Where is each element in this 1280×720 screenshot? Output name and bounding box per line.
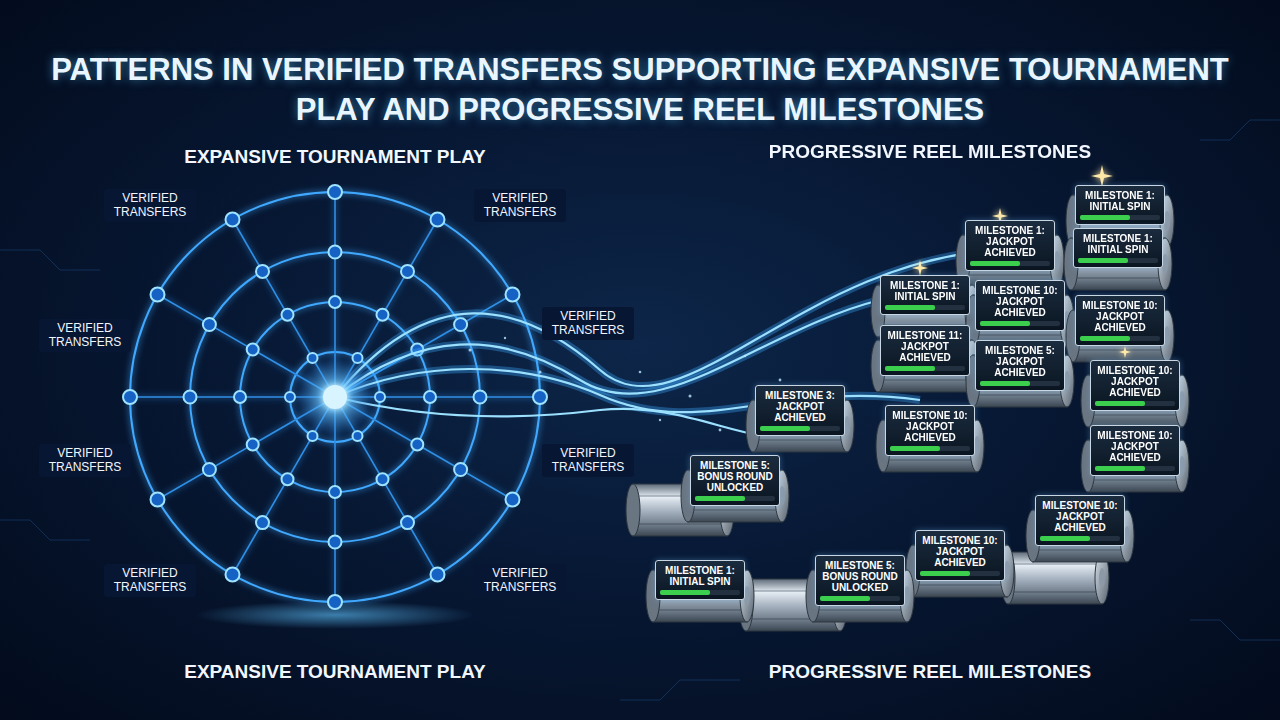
- milestone-box: MILESTONE 10: JACKPOT ACHIEVED: [915, 530, 1005, 581]
- milestone-box: MILESTONE 10: JACKPOT ACHIEVED: [1035, 495, 1125, 546]
- flow-label: VERIFIED TRANSFERS: [39, 319, 131, 352]
- milestone-text: MILESTONE 1: INITIAL SPIN: [1078, 233, 1158, 255]
- progress-fill: [885, 305, 935, 310]
- milestone-text: MILESTONE 10: JACKPOT ACHIEVED: [1095, 365, 1175, 398]
- progress-fill: [695, 496, 745, 501]
- progress-bar: [1040, 536, 1120, 541]
- milestone-text: MILESTONE 10: JACKPOT ACHIEVED: [890, 410, 970, 443]
- progress-bar: [980, 321, 1060, 326]
- milestone-text: MILESTONE 10: JACKPOT ACHIEVED: [920, 535, 1000, 568]
- flow-label: VERIFIED TRANSFERS: [104, 189, 196, 222]
- milestone-box: MILESTONE 5: JACKPOT ACHIEVED: [975, 340, 1065, 391]
- milestone-box: MILESTONE 1: JACKPOT ACHIEVED: [965, 220, 1055, 271]
- progress-fill: [980, 381, 1030, 386]
- flow-label: VERIFIED TRANSFERS: [542, 307, 634, 340]
- progress-bar: [885, 305, 965, 310]
- milestone-box: MILESTONE 1: INITIAL SPIN: [880, 275, 970, 315]
- flow-label: VERIFIED TRANSFERS: [474, 189, 566, 222]
- milestone-text: MILESTONE 1: INITIAL SPIN: [1080, 190, 1160, 212]
- progress-bar: [885, 366, 965, 371]
- milestone-text: MILESTONE 3: JACKPOT ACHIEVED: [760, 390, 840, 423]
- progress-fill: [920, 571, 970, 576]
- progress-bar: [1080, 336, 1160, 341]
- flow-label: VERIFIED TRANSFERS: [104, 564, 196, 597]
- progress-bar: [760, 426, 840, 431]
- progress-bar: [820, 596, 900, 601]
- milestone-box: MILESTONE 10: JACKPOT ACHIEVED: [885, 405, 975, 456]
- progress-fill: [1078, 258, 1128, 263]
- progress-bar: [920, 571, 1000, 576]
- progress-bar: [1080, 215, 1160, 220]
- milestone-box: MILESTONE 1: INITIAL SPIN: [1075, 185, 1165, 225]
- milestone-text: MILESTONE 1: INITIAL SPIN: [885, 280, 965, 302]
- milestone-text: MILESTONE 5: BONUS ROUND UNLOCKED: [820, 560, 900, 593]
- milestone-box: MILESTONE 1: INITIAL SPIN: [655, 560, 745, 600]
- milestone-text: MILESTONE 5: JACKPOT ACHIEVED: [980, 345, 1060, 378]
- milestone-box: MILESTONE 10: JACKPOT ACHIEVED: [1090, 360, 1180, 411]
- milestone-box: MILESTONE 11: JACKPOT ACHIEVED: [880, 325, 970, 376]
- progress-fill: [660, 590, 710, 595]
- progress-fill: [1095, 401, 1145, 406]
- milestone-text: MILESTONE 1: INITIAL SPIN: [660, 565, 740, 587]
- milestone-box: MILESTONE 10: JACKPOT ACHIEVED: [1075, 295, 1165, 346]
- diagram-title: PATTERNS IN VERIFIED TRANSFERS SUPPORTIN…: [40, 50, 1240, 129]
- milestone-text: MILESTONE 10: JACKPOT ACHIEVED: [1040, 500, 1120, 533]
- section-heading: PROGRESSIVE REEL MILESTONES: [700, 139, 1160, 165]
- flow-label: VERIFIED TRANSFERS: [542, 444, 634, 477]
- progress-fill: [1040, 536, 1090, 541]
- flow-label: VERIFIED TRANSFERS: [39, 444, 131, 477]
- progress-bar: [890, 446, 970, 451]
- milestone-box: MILESTONE 1: INITIAL SPIN: [1073, 228, 1163, 268]
- progress-fill: [970, 261, 1020, 266]
- section-heading: PROGRESSIVE REEL MILESTONES: [700, 659, 1160, 685]
- section-heading: EXPANSIVE TOURNAMENT PLAY: [105, 144, 565, 170]
- milestone-text: MILESTONE 11: JACKPOT ACHIEVED: [885, 330, 965, 363]
- progress-bar: [660, 590, 740, 595]
- progress-fill: [760, 426, 810, 431]
- progress-bar: [1078, 258, 1158, 263]
- progress-fill: [890, 446, 940, 451]
- milestone-box: MILESTONE 10: JACKPOT ACHIEVED: [1090, 425, 1180, 476]
- flow-label: VERIFIED TRANSFERS: [474, 564, 566, 597]
- progress-fill: [980, 321, 1030, 326]
- progress-bar: [980, 381, 1060, 386]
- milestone-box: MILESTONE 5: BONUS ROUND UNLOCKED: [690, 455, 780, 506]
- progress-fill: [1080, 215, 1130, 220]
- milestone-box: MILESTONE 3: JACKPOT ACHIEVED: [755, 385, 845, 436]
- milestone-box: MILESTONE 10: JACKPOT ACHIEVED: [975, 280, 1065, 331]
- milestone-text: MILESTONE 10: JACKPOT ACHIEVED: [1095, 430, 1175, 463]
- milestone-text: MILESTONE 5: BONUS ROUND UNLOCKED: [695, 460, 775, 493]
- milestone-text: MILESTONE 10: JACKPOT ACHIEVED: [980, 285, 1060, 318]
- progress-bar: [1095, 401, 1175, 406]
- progress-bar: [1095, 466, 1175, 471]
- section-heading: EXPANSIVE TOURNAMENT PLAY: [105, 659, 565, 685]
- progress-fill: [1095, 466, 1145, 471]
- milestone-text: MILESTONE 1: JACKPOT ACHIEVED: [970, 225, 1050, 258]
- progress-fill: [820, 596, 870, 601]
- progress-fill: [885, 366, 935, 371]
- progress-bar: [695, 496, 775, 501]
- milestone-text: MILESTONE 10: JACKPOT ACHIEVED: [1080, 300, 1160, 333]
- progress-fill: [1080, 336, 1130, 341]
- milestone-box: MILESTONE 5: BONUS ROUND UNLOCKED: [815, 555, 905, 606]
- progress-bar: [970, 261, 1050, 266]
